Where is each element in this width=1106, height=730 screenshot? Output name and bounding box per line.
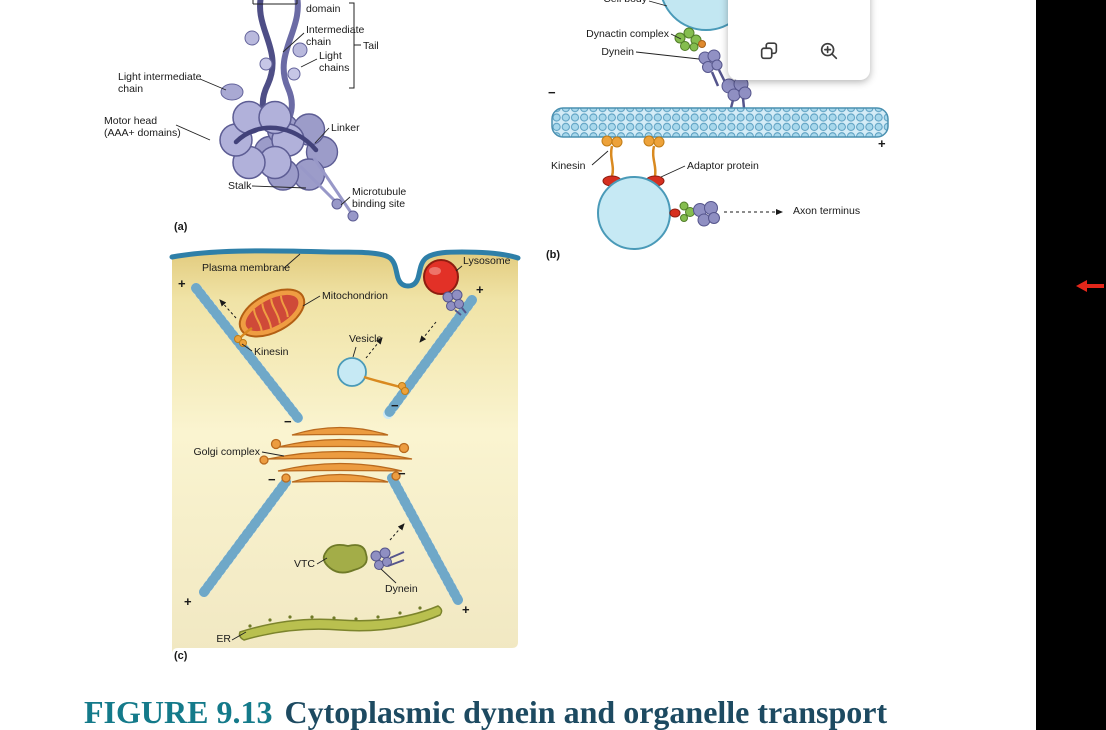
dynein-linker [233,125,319,153]
panel-a-tag: (a) [174,221,188,233]
label-lysosome: Lysosome [463,255,511,267]
dynein-molecule-on-microtubule [721,76,752,109]
microtubules-c [191,283,477,605]
movement-arrows [219,299,437,541]
right-panel [1036,0,1106,730]
cell-body-art [661,0,751,31]
label-light-intermediate-chain: Light intermediate chain [118,71,202,96]
dynein-motor-head-ring [219,100,339,191]
label-cell-body: Cell body [603,0,647,5]
panel-b-leader-lines [591,0,700,178]
label-linker: Linker [331,122,360,134]
label-plasma-membrane: Plasma membrane [202,262,291,274]
mt-minus-end-label-c4: − [398,466,406,481]
er-art [238,605,443,641]
label-tail: Tail [363,40,379,52]
panel-b-tag: (b) [546,249,561,261]
label-axon-terminus: Axon terminus [793,205,861,217]
label-adaptor-protein: Adaptor protein [687,160,759,172]
lysosome-highlight [429,267,441,275]
figure-artwork [169,0,889,654]
label-dimerization-domain: dimerization domain [306,0,363,16]
label-intermediate-chain: Intermediate chain [306,24,365,49]
mitochondrion-art [238,288,306,338]
golgi-complex-art [259,426,413,483]
label-dynactin-complex: Dynactin complex [586,28,669,40]
label-golgi-complex: Golgi complex [193,446,260,458]
mt-plus-end-label-c2: + [476,282,484,297]
label-light-chains: Light chains [319,50,350,75]
microtubule-b [551,107,889,138]
dynein-on-lysosome [442,289,467,316]
dynein-on-vtc [370,547,405,570]
figure-caption: FIGURE 9.13 Cytoplasmic dynein and organe… [84,694,887,730]
figure-hover-toolbar [728,0,870,80]
label-vesicle: Vesicle [349,333,383,345]
kinesin-on-mitochondrion [234,326,253,347]
copy-icon [760,42,778,60]
mt-minus-end-label-b: − [548,85,556,100]
label-vtc: VTC [294,558,315,570]
dynactin-complex-art [674,27,706,52]
copy-button[interactable] [754,36,784,66]
vtc-art [322,543,368,574]
label-dynein-b: Dynein [601,46,634,58]
label-microtubule-binding-site: Microtubule binding site [352,186,407,211]
mt-minus-end-label-c2: − [391,398,399,413]
kinesin-motors-art [601,135,665,177]
panel-c-leader-lines [231,253,463,641]
plasma-membrane-art [169,248,521,289]
vesicle-b-art [597,176,671,250]
lysosome-art [423,259,459,295]
figure-caption-title: Cytoplasmic dynein and organelle transpo… [284,694,888,730]
label-kinesin-c: Kinesin [254,346,289,358]
label-kinesin-b: Kinesin [551,160,586,172]
label-dynein-c: Dynein [385,583,418,595]
dynein-on-vesicle-art [669,201,720,227]
panel-c-art [169,248,521,654]
mt-minus-end-label-c1: − [284,414,292,429]
panel-b-art [551,0,889,250]
mt-minus-end-label-c3: − [268,472,276,487]
mt-plus-end-label-b: + [878,136,886,151]
dynein-molecule-hanging [698,49,728,87]
mt-plus-end-label-c1: + [178,276,186,291]
tail-bracket [349,2,361,89]
vesicle-c-art [337,357,367,387]
dynein-stalk [298,157,359,222]
figure-caption-number: FIGURE 9.13 [84,694,273,730]
red-arrow-marker [1076,280,1104,292]
zoom-in-icon [820,42,838,60]
mt-plus-end-label-c3: + [184,594,192,609]
label-motor-head: Motor head (AAA+ domains) [104,115,181,140]
kinesin-on-vesicle [363,375,409,395]
panel-c-tag: (c) [174,650,188,662]
label-mitochondrion: Mitochondrion [322,290,388,302]
label-er: ER [216,633,231,645]
mt-plus-end-label-c4: + [462,602,470,617]
dimerization-bracket [252,0,298,5]
zoom-in-button[interactable] [814,36,844,66]
panel-a-art [175,0,361,222]
label-stalk: Stalk [228,180,252,192]
panel-a-leader-lines [175,32,351,206]
figure-9-13-image[interactable]: dimerization domain Intermediate chain L… [0,0,1036,730]
